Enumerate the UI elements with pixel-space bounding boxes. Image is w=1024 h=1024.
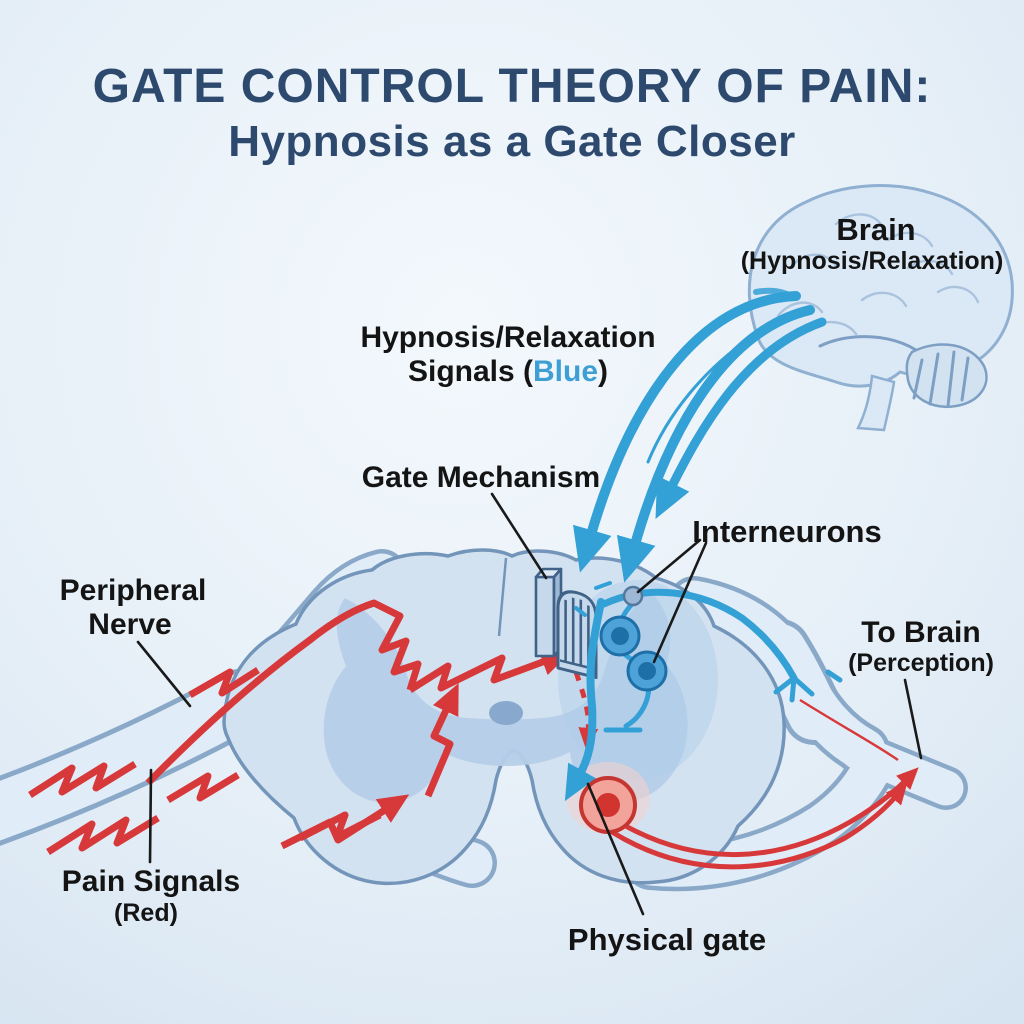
brain-sublabel: (Hypnosis/Relaxation) (741, 247, 1004, 275)
signals-label-line1: Hypnosis/Relaxation (360, 321, 655, 354)
signals-label-line2: Signals (Blue) (408, 355, 608, 388)
pain-bolt (166, 772, 240, 804)
pointer-physical-gate (586, 782, 645, 916)
interneuron-1 (599, 615, 641, 657)
pain-path-dorsal (145, 599, 422, 786)
gate-mechanism-label: Gate Mechanism (362, 461, 600, 494)
pointer-pain-signals (148, 768, 153, 864)
pointer-interneurons-1 (636, 538, 702, 594)
pointer-peripheral-nerve (136, 640, 192, 708)
interneurons-label: Interneurons (692, 514, 881, 549)
peripheral-nerve-label-line2: Nerve (88, 608, 171, 641)
brain-stem (856, 374, 896, 432)
interneuron-2 (626, 650, 668, 692)
labels: GATE CONTROL THEORY OF PAIN: Hypnosis as… (60, 60, 1004, 957)
to-brain-label-line2: (Perception) (848, 649, 994, 677)
brain-illustration (747, 184, 1014, 432)
pointer-gate-mechanism (490, 492, 548, 580)
pointer-lines (136, 492, 923, 916)
physical-gate-label: Physical gate (568, 922, 766, 957)
pointer-interneurons-2 (652, 541, 708, 664)
pain-arrow-up (424, 683, 459, 798)
descending-inhibition-arrow (564, 598, 605, 802)
axon-terminals (773, 669, 843, 703)
brain-sylvian-line (818, 335, 918, 352)
brain-label: Brain (836, 212, 915, 247)
dorsal-sulcus (497, 557, 508, 637)
inhibitory-circuit (564, 581, 843, 802)
pain-bolt (188, 667, 260, 699)
central-canal (489, 701, 523, 725)
pain-signal-paths (28, 599, 599, 855)
pain-bolt (46, 815, 160, 855)
pain-arrow-to-gate (408, 648, 572, 693)
page-title-line1: GATE CONTROL THEORY OF PAIN: (93, 60, 932, 113)
projection-neuron-output (579, 698, 919, 870)
pain-signals-label-line1: Pain Signals (62, 865, 240, 898)
peripheral-nerve-label-line1: Peripheral (60, 574, 207, 607)
blue-dashes (574, 581, 612, 617)
page-title-line2: Hypnosis as a Gate Closer (228, 117, 796, 166)
pain-signals-label-line2: (Red) (114, 899, 178, 927)
pain-bolt (28, 761, 137, 798)
pointer-to-brain (903, 678, 923, 760)
hypnosis-descending-arrows (573, 287, 827, 583)
pain-arrow-lower (280, 794, 410, 850)
to-brain-label-line1: To Brain (861, 616, 980, 649)
